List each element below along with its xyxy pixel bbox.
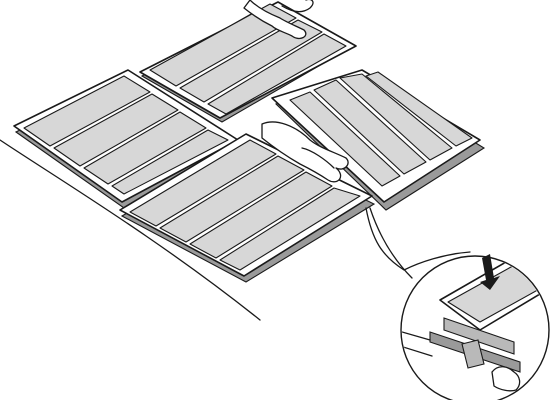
tile-slat [159,155,305,243]
tile-slat [149,3,297,87]
tile-slat [111,129,229,195]
tile-slat [207,33,347,115]
tile-slat [129,139,277,227]
tile-slat [53,93,179,167]
hand-middle [261,121,349,183]
tile-slat [289,91,401,187]
tile-slat [313,79,427,175]
detail-callout [400,254,550,400]
tile-slat [365,71,473,147]
tile-slat [219,187,361,271]
tile-slat [339,73,453,161]
hand-top [243,0,314,40]
tile-slat [179,19,323,103]
tile-slat [83,111,207,185]
down-arrow-icon [480,254,500,290]
clip-connection [443,317,515,355]
hand-detail [491,366,521,392]
tile-front [119,133,376,283]
floor-edge-line [0,139,261,321]
tile-right [271,69,486,211]
tile-slat [23,75,151,147]
tile-slat [189,171,333,259]
